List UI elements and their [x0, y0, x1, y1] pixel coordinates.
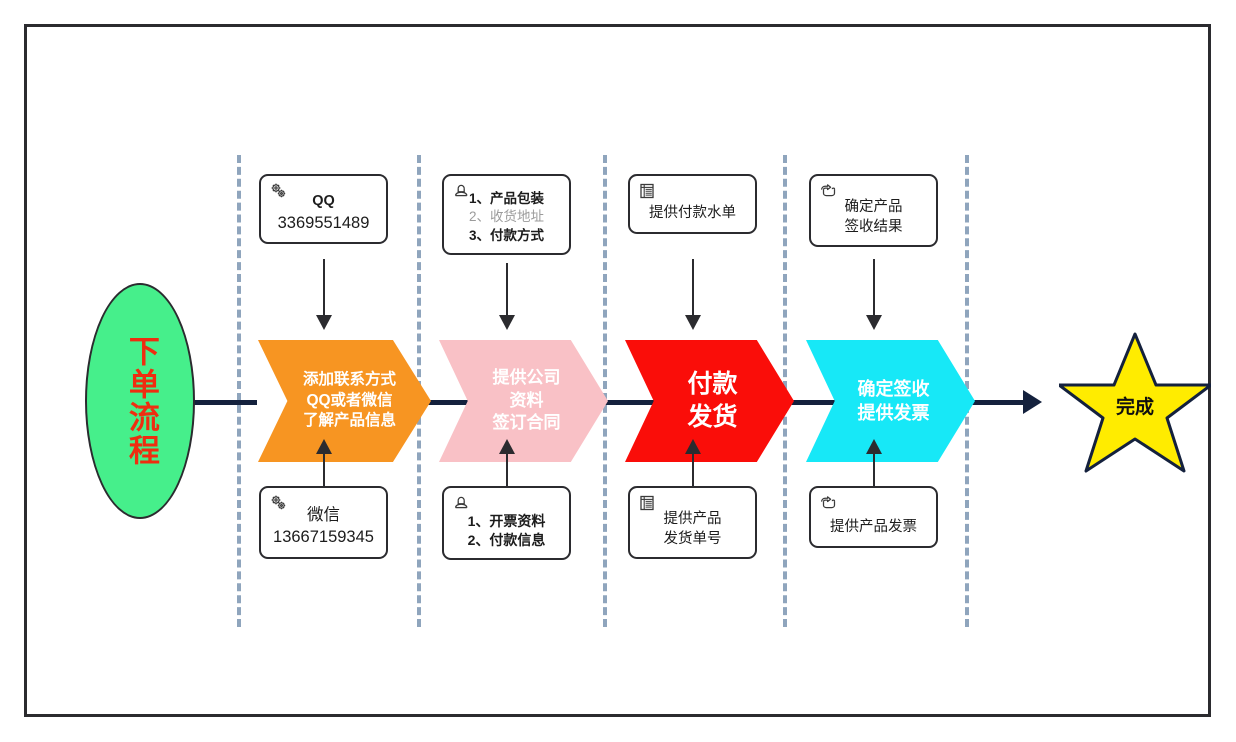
note-box-product-info-body: 1、产品包装 2、收货地址 3、付款方式 [451, 178, 562, 245]
chevron-line: 了解产品信息 [302, 412, 396, 430]
connector-productinfo-arrowhead [499, 315, 515, 330]
note-box-payment-receipt[interactable]: 提供付款水单 [628, 174, 757, 234]
flow-connector-4-end [945, 400, 1029, 405]
list-document-icon [638, 494, 658, 514]
connector-shipping-arrowhead [685, 439, 701, 454]
chevron-line: 确定签收 [857, 378, 930, 399]
note-line: 2、付款信息 [467, 532, 546, 549]
chevron-line: QQ或者微信 [306, 391, 393, 409]
start-ellipse-label: 下单流程 [122, 335, 159, 467]
connector-qq-arrowhead [316, 315, 332, 330]
lane-divider-1 [237, 155, 241, 627]
connector-wechat-to-stage1 [323, 452, 325, 509]
flow-connector-start [147, 400, 257, 405]
note-box-invoice-info-body: 1、开票资料 2、付款信息 [451, 490, 562, 550]
chevron-stage-1[interactable]: 添加联系方式 QQ或者微信 了解产品信息 [258, 340, 431, 462]
gears-icon [269, 182, 289, 202]
connector-productinvoice-to-stage4 [873, 452, 875, 509]
star-shape [1057, 332, 1213, 473]
connector-qq-to-stage1 [323, 259, 325, 319]
note-line: 发货单号 [663, 530, 722, 547]
connector-invoice-to-stage2 [506, 452, 508, 509]
chevron-line: 付款 [687, 369, 738, 398]
note-box-qq[interactable]: QQ 3369551489 [259, 174, 388, 245]
chevron-line: 发货 [687, 403, 738, 431]
connector-productinvoice-arrowhead [866, 439, 882, 454]
note-box-qq-body: QQ 3369551489 [268, 178, 379, 234]
note-box-confirm-receipt-body: 确定产品 签收结果 [818, 178, 929, 237]
note-box-payment-receipt-body: 提供付款水单 [637, 178, 748, 224]
pointing-hand-icon [819, 494, 839, 514]
chevron-line: 提供发票 [857, 403, 930, 423]
chevron-line: 资料 [509, 390, 544, 410]
note-line: 13667159345 [273, 528, 374, 547]
connector-productinfo-to-stage2 [506, 263, 508, 319]
connector-confirmreceipt-to-stage4 [873, 259, 875, 319]
note-line: 签收结果 [844, 218, 903, 235]
flow-arrowhead-end [1023, 390, 1042, 414]
note-line: QQ [312, 193, 335, 209]
lane-divider-3 [603, 155, 607, 627]
pointing-hand-icon [819, 182, 839, 202]
note-box-product-invoice-body: 提供产品发票 [818, 490, 929, 538]
flow-connector-1-2 [400, 400, 478, 405]
note-box-invoice-info[interactable]: 1、开票资料 2、付款信息 [442, 486, 571, 561]
connector-wechat-arrowhead [316, 439, 332, 454]
note-line: 1、开票资料 [467, 513, 546, 529]
note-line: 确定产品 [844, 199, 903, 215]
connector-paymentreceipt-to-stage3 [692, 259, 694, 319]
note-box-shipping-no[interactable]: 提供产品 发货单号 [628, 486, 757, 560]
note-line: 2、收货地址 [468, 209, 544, 225]
note-line: 3、付款方式 [468, 227, 544, 243]
list-document-icon [638, 182, 658, 202]
note-box-product-invoice[interactable]: 提供产品发票 [809, 486, 938, 548]
connector-shipping-to-stage3 [692, 452, 694, 509]
connector-confirmreceipt-arrowhead [866, 315, 882, 330]
chevron-line: 添加联系方式 [302, 370, 396, 388]
diagram-frame: 下单流程 QQ 3369551489 [24, 24, 1213, 717]
flow-connector-3-4 [767, 400, 845, 405]
note-line: 3369551489 [277, 213, 370, 232]
flow-connector-2-3 [583, 400, 661, 405]
note-line: 1、产品包装 [468, 191, 544, 206]
note-box-shipping-no-body: 提供产品 发货单号 [637, 490, 748, 549]
note-line: 微信 [307, 506, 340, 524]
note-box-wechat-body: 微信 13667159345 [268, 490, 379, 549]
note-line: 提供付款水单 [649, 205, 736, 221]
note-line: 提供产品发票 [830, 519, 917, 535]
start-ellipse[interactable]: 下单流程 [85, 283, 195, 519]
chevron-line: 签订合同 [492, 413, 561, 433]
connector-invoice-arrowhead [499, 439, 515, 454]
end-star-label: 完成 [1115, 397, 1154, 418]
note-box-wechat[interactable]: 微信 13667159345 [259, 486, 388, 559]
person-icon [452, 494, 472, 514]
note-line: 提供产品 [663, 511, 722, 527]
end-star[interactable]: 完成 [1057, 330, 1213, 475]
gears-icon [269, 494, 289, 514]
note-box-product-info[interactable]: 1、产品包装 2、收货地址 3、付款方式 [442, 174, 571, 256]
person-icon [452, 182, 472, 202]
note-box-confirm-receipt[interactable]: 确定产品 签收结果 [809, 174, 938, 248]
connector-paymentreceipt-arrowhead [685, 315, 701, 330]
chevron-line: 提供公司 [492, 367, 561, 387]
